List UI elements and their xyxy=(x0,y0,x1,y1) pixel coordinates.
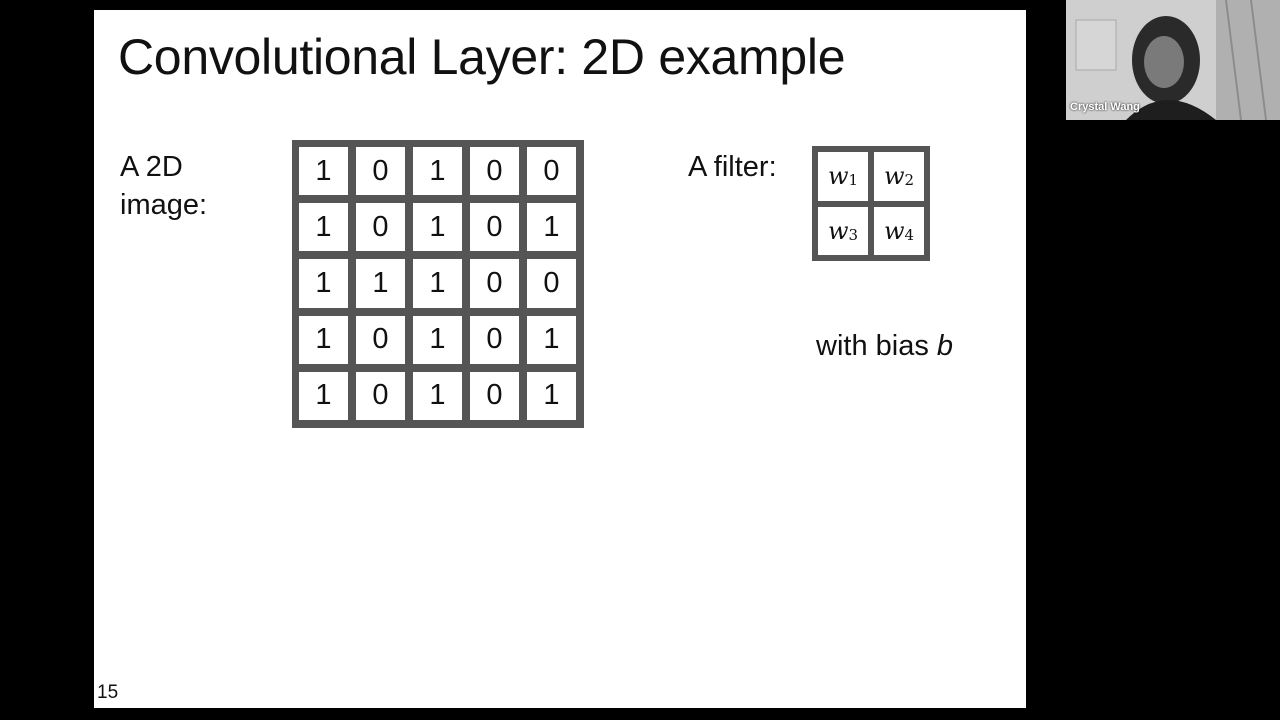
weight-symbol: w xyxy=(827,216,849,245)
image-grid-cell: 1 xyxy=(527,203,576,252)
participant-video-tile[interactable]: Crystal Wang xyxy=(1066,0,1280,120)
image-grid-cell: 1 xyxy=(299,371,348,420)
weight-index: 1 xyxy=(848,171,859,190)
image-grid-cell: 0 xyxy=(527,147,576,196)
weight-symbol: w xyxy=(883,162,905,191)
image-grid-cell: 0 xyxy=(356,147,405,196)
image-grid-cell: 1 xyxy=(527,315,576,364)
image-grid-cell: 0 xyxy=(470,203,519,252)
image-grid-cell: 1 xyxy=(413,259,462,308)
image-label: A 2D image: xyxy=(120,151,208,221)
presentation-slide: Convolutional Layer: 2D example A 2D ima… xyxy=(94,10,1026,708)
participant-video-feed xyxy=(1066,0,1280,120)
bias-label: with bias xyxy=(816,330,929,362)
page-number: 15 xyxy=(97,682,119,703)
image-grid-cell: 0 xyxy=(470,315,519,364)
image-grid-cell: 0 xyxy=(356,315,405,364)
image-grid-cell: 1 xyxy=(527,371,576,420)
weight-symbol: w xyxy=(827,162,849,191)
weight-index: 3 xyxy=(848,225,859,244)
image-grid-cell: 0 xyxy=(470,147,519,196)
bias-text: with bias b xyxy=(816,330,953,363)
weight-index: 2 xyxy=(904,171,915,190)
image-grid-cell: 0 xyxy=(470,259,519,308)
slide-title: Convolutional Layer: 2D example xyxy=(118,29,846,85)
image-grid-cell: 0 xyxy=(356,371,405,420)
image-grid-cell: 1 xyxy=(413,203,462,252)
image-grid-cell: 0 xyxy=(356,203,405,252)
image-grid-cell: 1 xyxy=(413,147,462,196)
bias-symbol: b xyxy=(936,330,954,362)
weight-index: 4 xyxy=(904,225,915,244)
image-grid-cell: 1 xyxy=(299,315,348,364)
participant-name: Crystal Wang xyxy=(1070,101,1140,113)
filter-label: A filter: xyxy=(688,151,777,183)
image-grid-cell: 0 xyxy=(527,259,576,308)
image-grid-cell: 1 xyxy=(299,259,348,308)
image-grid-cell: 1 xyxy=(413,371,462,420)
image-grid-cell: 0 xyxy=(470,371,519,420)
image-grid-cell: 1 xyxy=(299,147,348,196)
image-grid-cell: 1 xyxy=(356,259,405,308)
image-grid-cell: 1 xyxy=(413,315,462,364)
weight-symbol: w xyxy=(883,216,905,245)
image-grid-cell: 1 xyxy=(299,203,348,252)
